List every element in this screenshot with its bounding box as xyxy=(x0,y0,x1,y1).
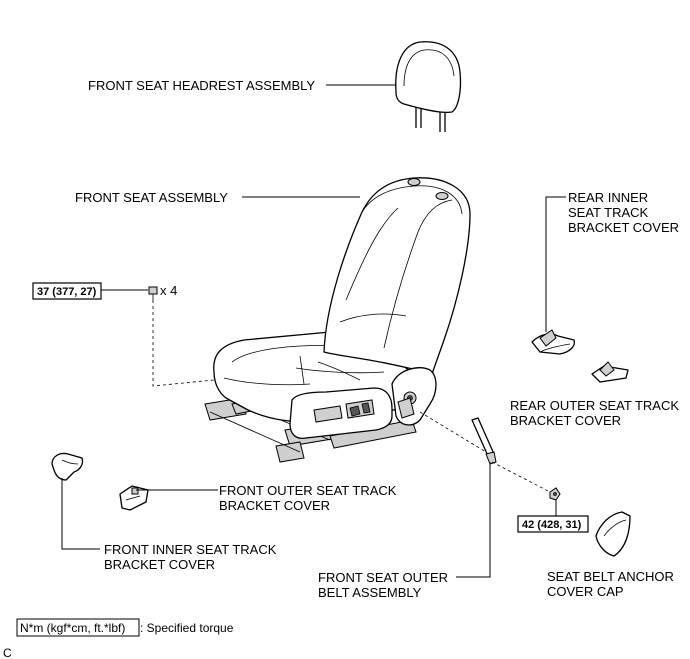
rear-outer-cover-icon xyxy=(591,361,629,383)
anchor-bolt-icon xyxy=(549,487,561,501)
rear-inner-label-line3: BRACKET COVER xyxy=(568,220,679,235)
corner-mark: C xyxy=(3,646,12,659)
front-inner-cover-icon xyxy=(51,452,84,481)
seat-illustration xyxy=(204,177,471,463)
belt-label-line2: BELT ASSEMBLY xyxy=(318,585,422,600)
legend-description: : Specified torque xyxy=(140,621,234,635)
rear-inner-cover-icon xyxy=(531,329,576,355)
front-inner-label-line2: BRACKET COVER xyxy=(104,557,215,572)
front-outer-label-line2: BRACKET COVER xyxy=(219,498,330,513)
torque-box-seat-bolts: 37 (377, 27) xyxy=(32,282,102,300)
dashed-assembly-lines xyxy=(152,300,551,493)
front-outer-cover-icon xyxy=(119,485,149,511)
rear-outer-label-line1: REAR OUTER SEAT TRACK xyxy=(510,398,679,413)
torque-box-belt-anchor: 42 (428, 31) xyxy=(517,515,589,533)
front-outer-label-line1: FRONT OUTER SEAT TRACK xyxy=(219,483,397,498)
anchor-cap-label-line1: SEAT BELT ANCHOR xyxy=(547,569,674,584)
headrest-illustration xyxy=(395,41,462,132)
belt-label-line1: FRONT SEAT OUTER xyxy=(318,570,448,585)
seat-bolt-icon xyxy=(148,286,158,300)
torque-legend: N*m (kgf*cm, ft.*lbf) : Specified torque xyxy=(16,618,234,637)
leader-lines xyxy=(61,84,566,578)
belt-assembly-icon xyxy=(471,417,497,465)
rear-outer-label-line2: BRACKET COVER xyxy=(510,413,621,428)
anchor-cap-icon xyxy=(595,511,631,557)
rear-inner-label-line2: SEAT TRACK xyxy=(568,205,649,220)
legend-unit: N*m (kgf*cm, ft.*lbf) xyxy=(20,621,125,635)
headrest-label: FRONT SEAT HEADREST ASSEMBLY xyxy=(88,78,315,93)
anchor-cap-label-line2: COVER CAP xyxy=(547,584,624,599)
torque-value-seat-bolts: 37 (377, 27) xyxy=(37,286,97,298)
front-inner-label-line1: FRONT INNER SEAT TRACK xyxy=(104,542,277,557)
torque-value-belt-anchor: 42 (428, 31) xyxy=(522,519,582,531)
seat-bolt-quantity: x 4 xyxy=(160,283,177,298)
rear-inner-label-line1: REAR INNER xyxy=(568,190,648,205)
seat-label: FRONT SEAT ASSEMBLY xyxy=(75,190,228,205)
